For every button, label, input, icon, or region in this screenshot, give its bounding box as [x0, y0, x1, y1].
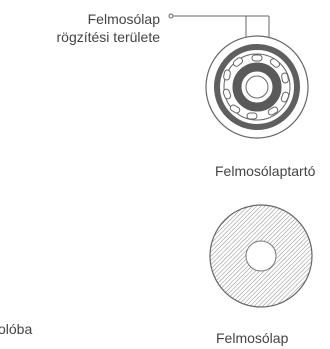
mop-holder-illustration: [205, 35, 309, 139]
mop-pad-caption: Felmosólap: [216, 330, 289, 346]
attachment-area-label: Felmosólap rögzítési területe: [0, 10, 161, 46]
attachment-area-label-line2: rögzítési területe: [56, 29, 161, 45]
mop-pad-illustration: [209, 204, 313, 308]
attachment-area-label-line1: Felmosólap: [87, 11, 160, 27]
mop-holder-caption: Felmosólaptartó: [215, 163, 316, 179]
cropped-text: olóba: [0, 321, 33, 337]
